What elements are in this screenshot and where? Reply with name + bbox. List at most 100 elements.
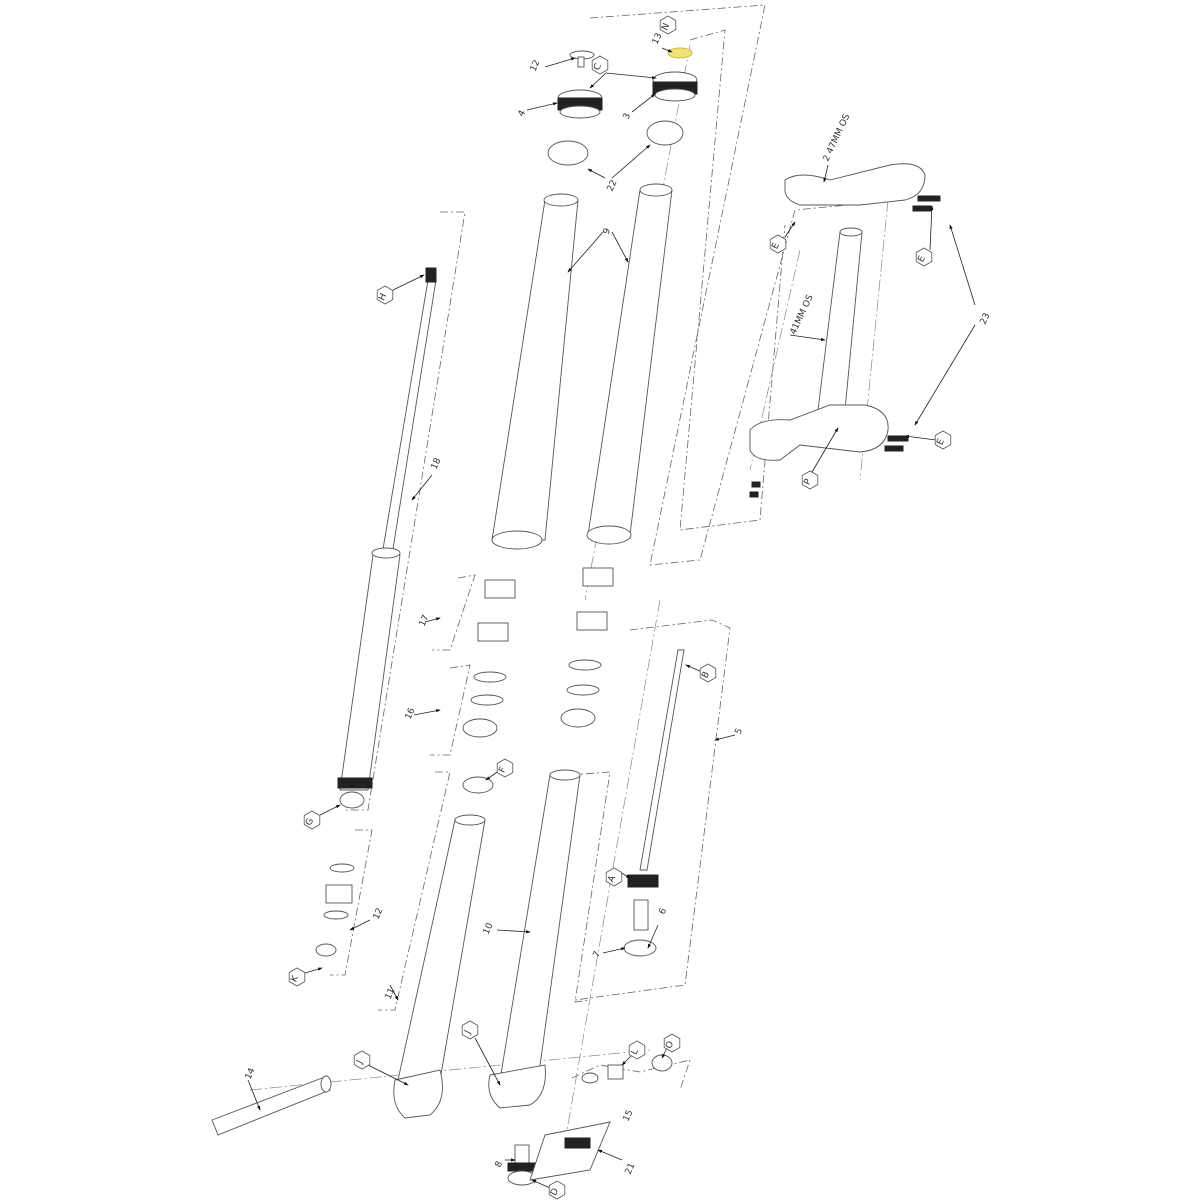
hex-marker xyxy=(663,1033,681,1053)
callout-label: 9 xyxy=(602,227,614,237)
seals-16 xyxy=(462,659,602,794)
callout-label: 4 xyxy=(517,109,529,119)
callout-label: P xyxy=(803,477,815,487)
hex-marker xyxy=(496,758,514,778)
preload-22-left xyxy=(547,140,589,166)
box-5 xyxy=(574,619,731,1001)
callout-label: 11 xyxy=(384,987,398,1002)
callout-label: 23 xyxy=(979,312,993,327)
callout-label: N xyxy=(660,22,672,32)
parts-15 xyxy=(581,1054,673,1084)
leader-line xyxy=(621,1054,633,1066)
hex-marker xyxy=(303,810,321,830)
leader-line xyxy=(531,1179,551,1189)
decal-21 xyxy=(529,1121,611,1181)
base-valve-12 xyxy=(315,863,355,957)
callout-label: 12 xyxy=(529,59,543,74)
leader-line xyxy=(589,72,607,89)
callout-label: 5 xyxy=(734,727,745,736)
leader-line xyxy=(714,734,736,741)
hex-marker xyxy=(376,285,394,305)
leader-line xyxy=(392,274,425,291)
leader-line xyxy=(567,231,604,273)
box-18 xyxy=(345,211,466,811)
callout-label: J xyxy=(463,1029,474,1037)
leader-line xyxy=(496,929,531,934)
leader-line xyxy=(319,804,341,816)
callout-label: 2 47MM OS xyxy=(822,112,853,163)
callout-label: 22 xyxy=(606,179,620,194)
box-10-right xyxy=(569,771,611,1003)
hex-marker xyxy=(548,1180,566,1200)
fork-tube-right xyxy=(586,183,673,545)
callout-label: 13 xyxy=(651,32,665,47)
hex-marker xyxy=(288,967,306,987)
callout-label: E xyxy=(916,254,928,264)
leader-line xyxy=(389,984,399,1001)
leader-line xyxy=(597,1149,623,1161)
callout-label: C xyxy=(592,62,604,72)
leader-line xyxy=(611,144,651,179)
hex-marker xyxy=(461,1020,479,1040)
lower-tube-10 xyxy=(488,769,581,1109)
leader-line xyxy=(526,102,558,111)
callout-label: 17 xyxy=(418,614,432,629)
leader-line xyxy=(661,47,673,53)
box-11 xyxy=(378,771,451,1011)
callout-label: G xyxy=(304,817,316,828)
leader-line xyxy=(247,1079,261,1111)
callout-label: 14 xyxy=(244,1066,258,1081)
steering-stem xyxy=(817,227,863,411)
hex-marker xyxy=(801,470,819,490)
leader-line xyxy=(411,474,433,501)
callout-label: F xyxy=(498,766,509,775)
leader-line xyxy=(685,664,703,673)
leader-line xyxy=(949,224,976,306)
callout-label: 3 xyxy=(622,112,633,121)
callout-label: 18 xyxy=(430,456,444,471)
lower-triple-clamp xyxy=(749,404,909,498)
callout-label: J xyxy=(355,1059,366,1067)
leader-line xyxy=(914,324,976,426)
fork-tube-left xyxy=(491,193,579,550)
callout-label: 12 xyxy=(372,907,386,922)
box-15 xyxy=(571,1059,691,1091)
leader-line xyxy=(544,57,576,68)
callout-label: D xyxy=(549,1187,561,1198)
leader-lines xyxy=(247,47,976,1189)
leader-line xyxy=(367,1064,409,1086)
adjuster-12 xyxy=(569,50,595,68)
leader-line xyxy=(811,427,839,473)
callout-label: 41MM OS xyxy=(789,293,816,336)
leader-line xyxy=(611,231,629,263)
axle-14 xyxy=(211,1075,332,1136)
leader-line xyxy=(904,434,937,441)
callout-label: L xyxy=(630,1048,641,1057)
group-boxes xyxy=(330,4,901,1091)
leader-line xyxy=(631,93,656,113)
bushings-17 xyxy=(477,567,614,642)
callout-label: 10 xyxy=(482,921,496,936)
preload-22-right xyxy=(646,120,684,146)
callout-label: B xyxy=(700,670,712,680)
hex-marker xyxy=(915,247,933,267)
leader-line xyxy=(823,164,829,183)
top-cap-3 xyxy=(652,71,698,102)
leader-line xyxy=(789,334,826,342)
leader-line xyxy=(661,1047,668,1059)
box-upper-right xyxy=(589,4,901,566)
leader-line xyxy=(474,1037,501,1086)
callout-label: 15 xyxy=(622,1109,636,1124)
leader-line xyxy=(784,221,796,238)
box-12-lower xyxy=(330,829,373,976)
hex-marker xyxy=(659,15,677,35)
hex-marker xyxy=(699,663,717,683)
washer-13 xyxy=(667,47,693,59)
hex-marker xyxy=(591,55,609,75)
leader-line xyxy=(929,205,934,251)
leader-line xyxy=(647,924,659,949)
callout-label: E xyxy=(770,241,782,251)
cartridge-18 xyxy=(337,267,437,809)
